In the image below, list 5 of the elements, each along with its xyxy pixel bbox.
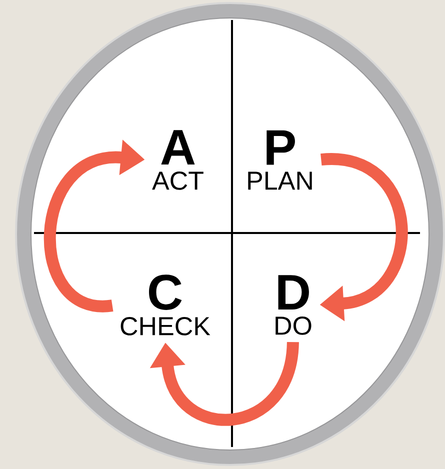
quadrant-label: C CHECK	[120, 274, 210, 336]
quadrant-label: P PLAN	[248, 130, 312, 190]
quadrant-label: A ACT	[152, 130, 204, 190]
quadrant-label: D DO	[276, 275, 312, 335]
curved-arrow	[150, 341, 299, 426]
